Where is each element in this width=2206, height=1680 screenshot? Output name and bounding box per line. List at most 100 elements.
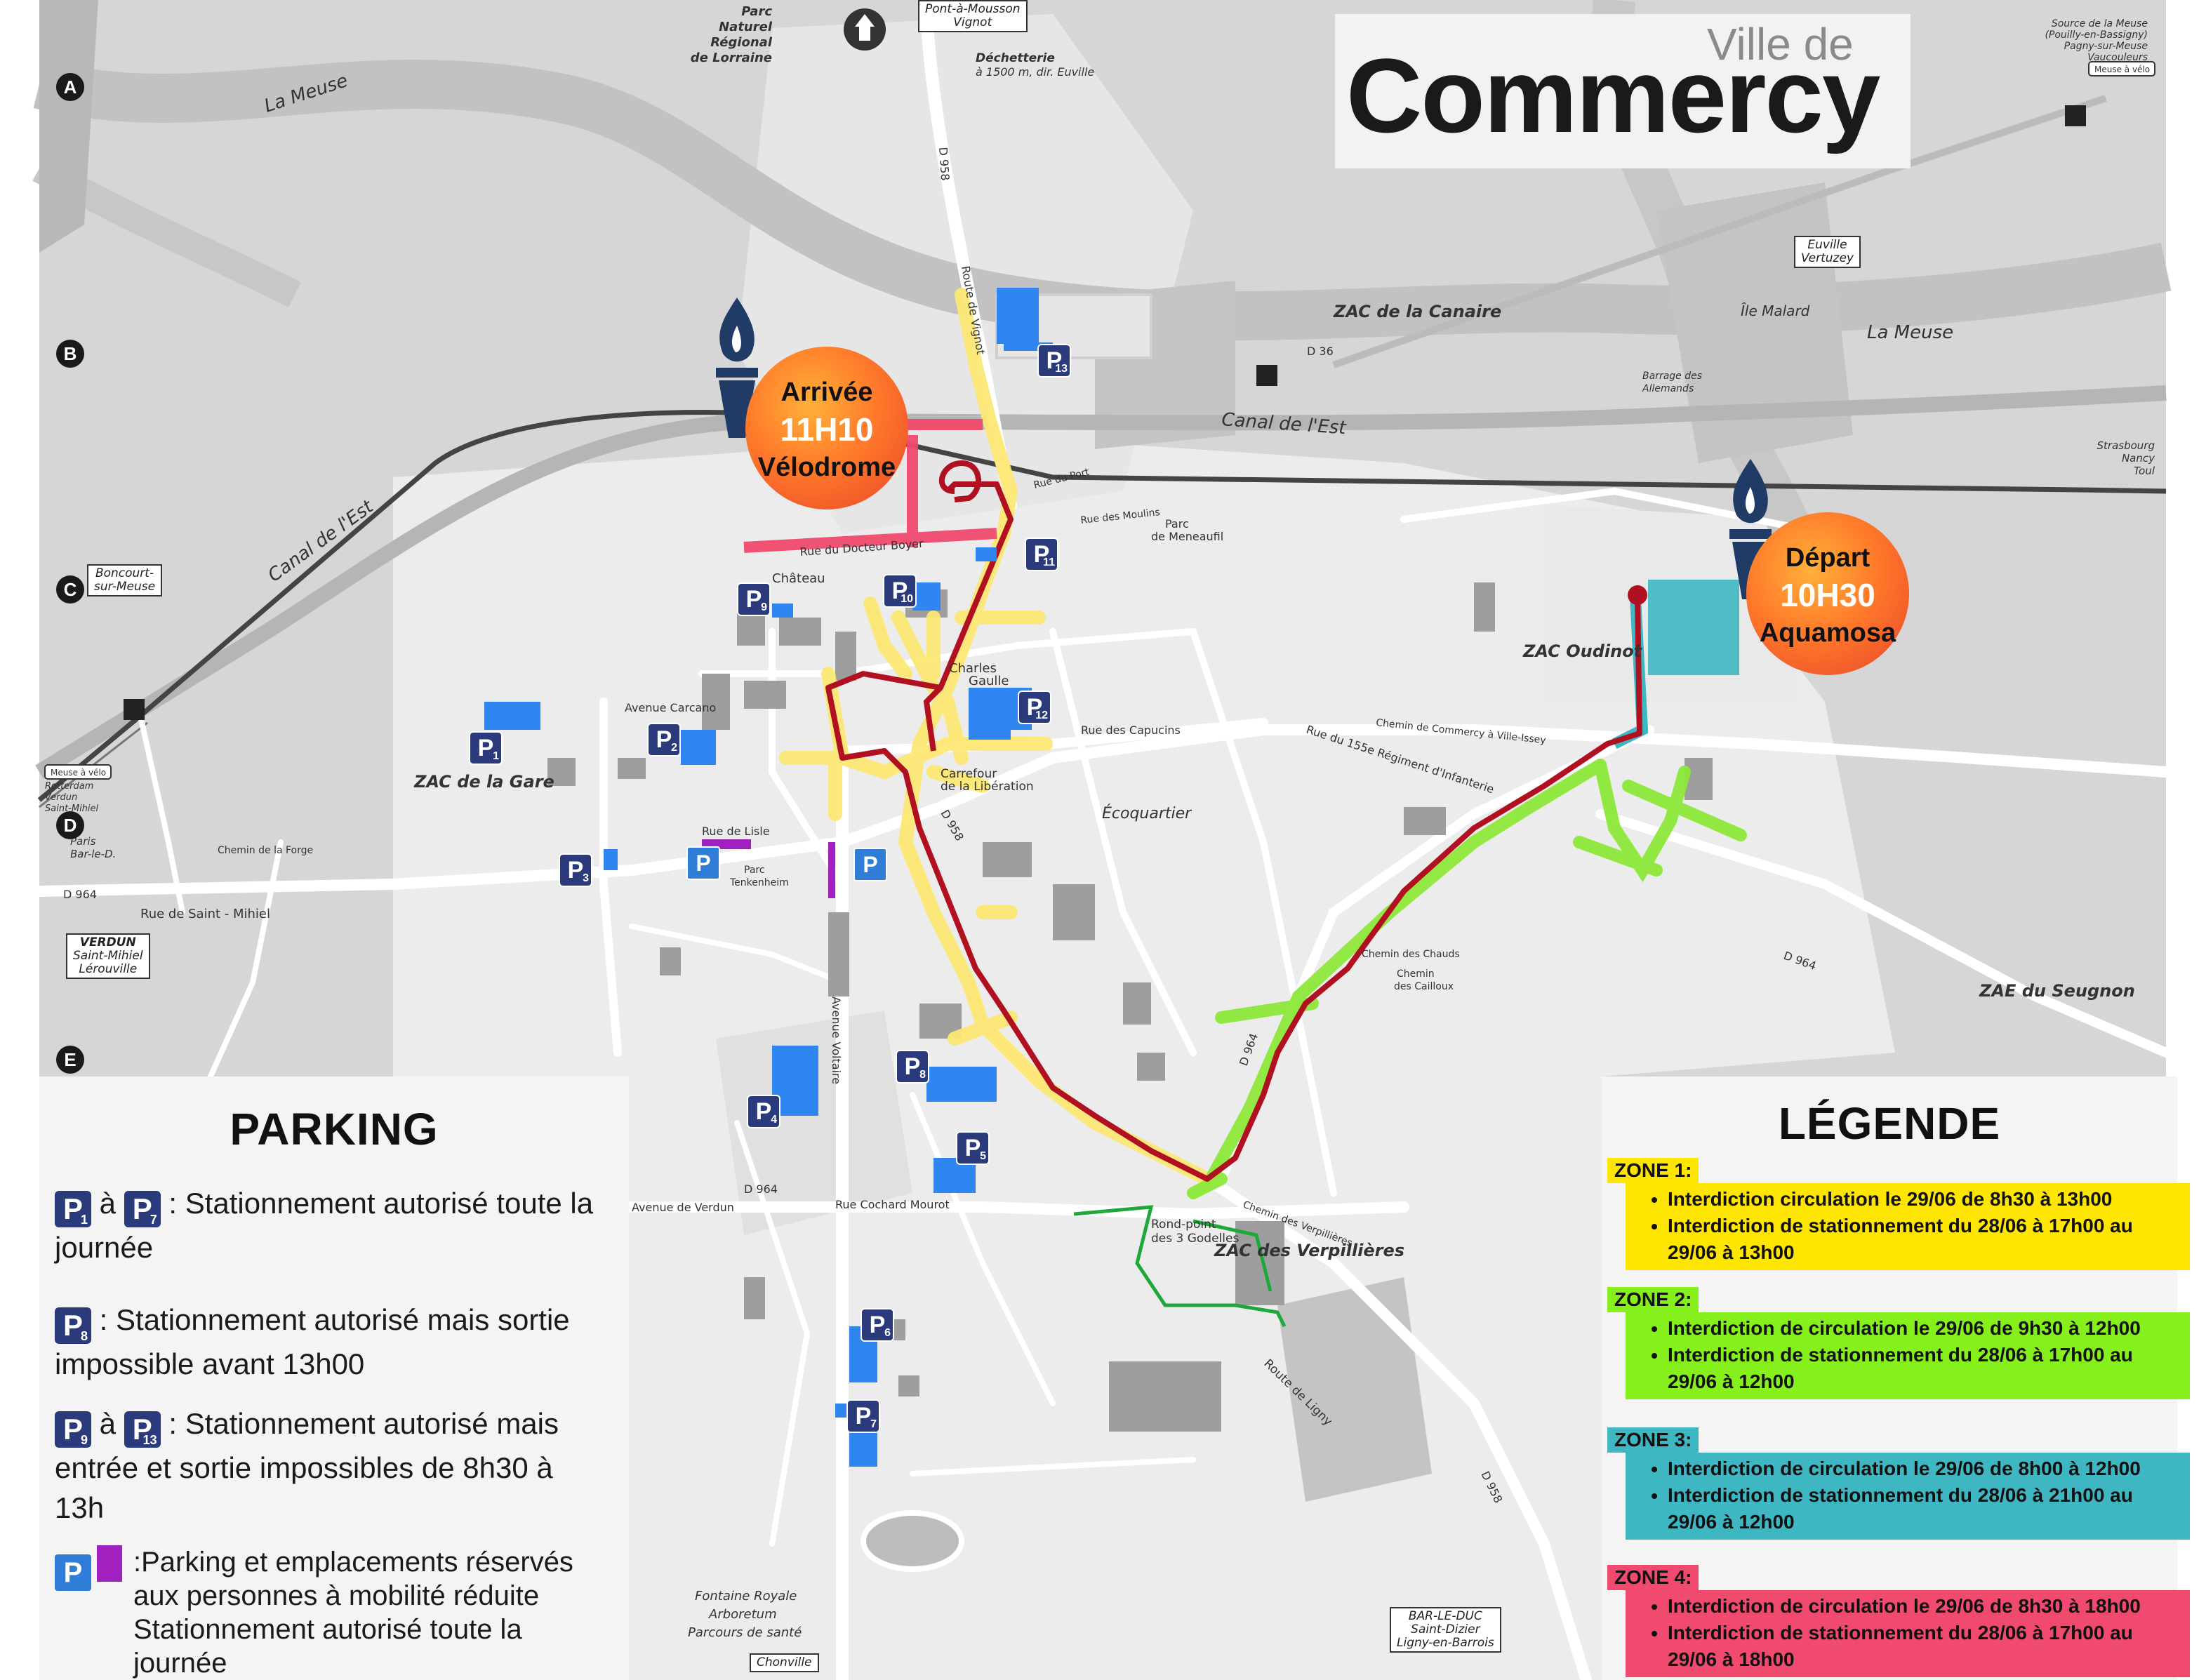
svg-text:Rue des Capucins: Rue des Capucins (1081, 724, 1181, 737)
zone-title: ZONE 1: (1607, 1158, 1699, 1183)
zone2-roads (1187, 759, 1747, 1199)
svg-text:Parc: Parc (741, 4, 772, 19)
badge-arrivee: Arrivée 11H10 Vélodrome (745, 347, 908, 509)
zone3-area (1648, 580, 1739, 675)
legend-zone-2: ZONE 2: Interdiction de circulation le 2… (1607, 1287, 2190, 1399)
svg-text:(Pouilly-en-Bassigny): (Pouilly-en-Bassigny) (2045, 29, 2148, 41)
svg-text:Fontaine Royale: Fontaine Royale (695, 1589, 797, 1604)
title-small: Ville de (1707, 19, 1854, 69)
svg-text:Meuse à vélo: Meuse à vélo (2094, 65, 2150, 74)
buildings (547, 582, 1713, 1432)
legend-panel-title: LÉGENDE (1778, 1098, 2001, 1149)
zone-title: ZONE 3: (1607, 1427, 1699, 1453)
badge-depart: Départ 10H30 Aquamosa (1746, 512, 1909, 675)
svg-text:Naturel: Naturel (719, 20, 773, 34)
sign-boncourt: Boncourt-sur-Meuse (87, 564, 163, 596)
svg-text:Source de la Meuse: Source de la Meuse (2052, 18, 2148, 29)
svg-text:ZAC Oudinot: ZAC Oudinot (1522, 641, 1643, 661)
relay-route (825, 481, 1642, 1182)
parking-panel-title: PARKING (230, 1104, 439, 1154)
zone-title: ZONE 4: (1607, 1565, 1699, 1590)
svg-text:Déchetterie: Déchetterie (976, 51, 1055, 65)
pmr-parking-pin-2[interactable]: P (853, 848, 887, 881)
zone-rules: Interdiction circulation le 29/06 de 8h3… (1626, 1183, 2190, 1270)
svg-text:des Cailloux: des Cailloux (1394, 981, 1454, 992)
svg-text:Arboretum: Arboretum (708, 1607, 777, 1622)
svg-text:Tenkenheim: Tenkenheim (729, 877, 789, 888)
svg-text:des 3 Godelles: des 3 Godelles (1151, 1232, 1239, 1246)
woods-area (39, 0, 98, 253)
svg-text:Charles: Charles (949, 661, 997, 676)
svg-text:Île Malard: Île Malard (1741, 302, 1810, 319)
railway (37, 410, 2167, 802)
parking-row-pmr: P :Parking et emplacements réservés aux … (55, 1545, 616, 1680)
svg-text:Chemin: Chemin (1397, 968, 1435, 980)
svg-text:Avenue de Verdun: Avenue de Verdun (632, 1201, 734, 1214)
start-point (1628, 585, 1647, 605)
interchange-markers (124, 105, 2086, 720)
svg-text:Avenue Carcano: Avenue Carcano (625, 701, 716, 714)
svg-text:Strasbourg: Strasbourg (2097, 439, 2155, 452)
svg-text:D 964: D 964 (63, 888, 97, 901)
zone-rules: Interdiction de circulation le 29/06 de … (1626, 1453, 2190, 1540)
svg-text:Barrage des: Barrage des (1642, 371, 1702, 382)
svg-text:Avenue Voltaire: Avenue Voltaire (830, 996, 843, 1084)
svg-text:Carrefour: Carrefour (941, 767, 997, 781)
svg-text:Château: Château (772, 571, 825, 586)
sign-chonville: Chonville (750, 1653, 819, 1672)
badge-depart-label: Départ (1785, 543, 1871, 573)
zone-rules: Interdiction de circulation le 29/06 de … (1626, 1590, 2190, 1677)
svg-text:Rue de Saint - Mihiel: Rue de Saint - Mihiel (140, 907, 270, 921)
zone-title: ZONE 2: (1607, 1287, 1699, 1312)
badge-depart-place: Aquamosa (1759, 618, 1896, 648)
stadium (861, 1510, 964, 1572)
grid-row-d: D (56, 811, 84, 839)
svg-text:à 1500 m, dir. Euville: à 1500 m, dir. Euville (976, 65, 1094, 79)
canal-est (35, 385, 2167, 779)
legend-panel: LÉGENDE ZONE 1: Interdiction circulation… (1602, 1076, 2190, 1680)
pmr-parking-pin-1[interactable]: P (686, 846, 720, 880)
svg-text:Rotterdam: Rotterdam (45, 781, 93, 792)
badge-depart-time: 10H30 (1780, 577, 1875, 613)
svg-text:ZAC de la Gare: ZAC de la Gare (413, 772, 554, 792)
svg-text:Verdun: Verdun (45, 792, 77, 803)
svg-text:Écoquartier: Écoquartier (1102, 804, 1192, 822)
zone-rules: Interdiction de circulation le 29/06 de … (1626, 1312, 2190, 1399)
zone4-roads (743, 419, 997, 553)
svg-text:Gaulle: Gaulle (969, 674, 1009, 688)
svg-text:Rue de Lisle: Rue de Lisle (702, 825, 770, 838)
badge-arrivee-time: 11H10 (780, 411, 874, 448)
svg-text:de Meneaufil: de Meneaufil (1151, 530, 1223, 543)
badge-arrivee-place: Vélodrome (757, 453, 896, 482)
svg-text:Parcours de santé: Parcours de santé (688, 1625, 802, 1640)
svg-text:Saint-Mihiel: Saint-Mihiel (45, 804, 99, 814)
svg-text:de Lorraine: de Lorraine (691, 51, 772, 65)
grid-row-c: C (56, 575, 84, 604)
svg-text:Vaucouleurs: Vaucouleurs (2087, 52, 2148, 63)
grid-row-e: E (56, 1046, 84, 1074)
svg-text:de la Libération: de la Libération (941, 780, 1034, 794)
